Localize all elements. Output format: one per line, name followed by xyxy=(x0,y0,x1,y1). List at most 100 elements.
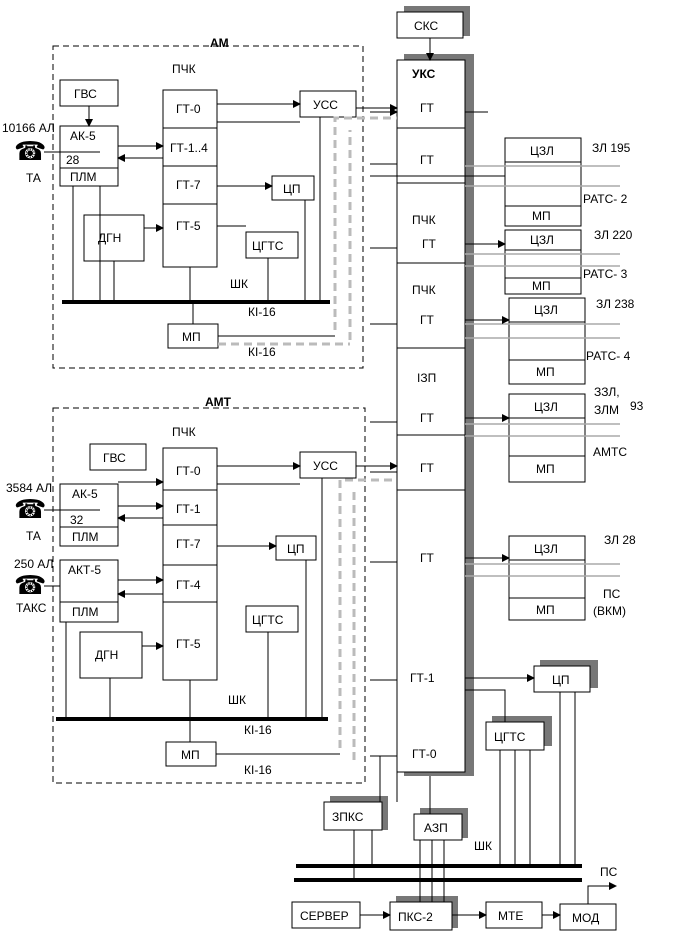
svg-text:ЗЛ 238: ЗЛ 238 xyxy=(596,297,635,311)
am-dgn xyxy=(83,214,145,262)
col-izp: ІЗП xyxy=(417,371,436,385)
svg-text:ЦЗЛ: ЦЗЛ xyxy=(530,233,554,247)
col-gt-7: ГТ xyxy=(420,551,434,565)
am-dgn-label: ДГН xyxy=(98,231,121,245)
mod-label: МОД xyxy=(572,911,599,925)
am-ak-label: АК-5 xyxy=(70,129,96,143)
amt-n32: 32 xyxy=(70,513,84,527)
amt-gt5: ГТ-5 xyxy=(176,637,201,651)
am-title: АМ xyxy=(210,36,229,50)
amt-module-frame xyxy=(52,407,366,784)
amt-akt-label: АКТ-5 xyxy=(68,563,101,577)
amt-gt1: ГТ-1 xyxy=(176,502,201,516)
amt-gt4: ГТ-4 xyxy=(176,578,201,592)
svg-text:РАТС- 2: РАТС- 2 xyxy=(583,192,628,206)
svg-text:ЦЗЛ: ЦЗЛ xyxy=(534,400,558,414)
col-gt-3: ГТ xyxy=(422,237,436,251)
svg-text:РАТС- 3: РАТС- 3 xyxy=(583,267,628,281)
amt-dgn xyxy=(79,631,143,679)
amt-akt-plm xyxy=(59,559,119,623)
amt-pchk-label: ПЧК xyxy=(172,425,196,439)
am-line-count: 10166 АЛ xyxy=(2,121,55,135)
svg-text:ПС: ПС xyxy=(603,587,621,601)
col-pchk-1: ПЧК xyxy=(412,213,436,227)
uks-label: УКС xyxy=(412,67,436,81)
am-gt7: ГТ-7 xyxy=(176,178,201,192)
amt-ta: ТА xyxy=(26,529,41,543)
bottom-ps: ПС xyxy=(600,865,618,879)
amt-mp-label: МП xyxy=(181,748,200,762)
am-gt0: ГТ-0 xyxy=(176,102,201,116)
svg-text:ЗЛ 195: ЗЛ 195 xyxy=(592,141,631,155)
svg-text:ЦЗЛ: ЦЗЛ xyxy=(530,144,554,158)
amt-cp xyxy=(275,535,317,561)
svg-text:ЗЗЛ,: ЗЗЛ, xyxy=(594,385,620,399)
col-gt-one: ГТ-1 xyxy=(410,671,435,685)
amt-cgts-label: ЦГТС xyxy=(252,613,284,627)
amt-gt7: ГТ-7 xyxy=(176,537,201,551)
right-cp-label: ЦП xyxy=(552,673,570,687)
am-module-frame xyxy=(52,45,364,369)
am-gt14: ГТ-1..4 xyxy=(170,141,208,155)
azp-label: АЗП xyxy=(424,821,448,835)
sks-label: СКС xyxy=(414,19,439,33)
telephone-icon: ☎ xyxy=(14,136,46,166)
amt-title: АМТ xyxy=(205,395,232,409)
right-cgts-label: ЦГТС xyxy=(494,730,526,744)
col-gt-5: ГТ xyxy=(420,411,434,425)
am-gvs-label: ГВС xyxy=(74,87,97,101)
amt-gvs xyxy=(89,443,147,471)
svg-text:ЗЛ 220: ЗЛ 220 xyxy=(594,228,633,242)
am-ki2: КІ-16 xyxy=(248,345,276,359)
am-n28: 28 xyxy=(66,153,80,167)
sks-box xyxy=(396,11,464,39)
col-pchk-2: ПЧК xyxy=(412,283,436,297)
col-gt-4: ГТ xyxy=(420,313,434,327)
amt-ak-plm xyxy=(59,483,119,547)
am-pchk-block xyxy=(162,89,218,268)
am-plm-label: ПЛМ xyxy=(70,170,97,184)
am-cgts-label: ЦГТС xyxy=(252,239,284,253)
amt-taks: ТАКС xyxy=(16,601,47,615)
svg-text:МП: МП xyxy=(536,365,555,379)
amt-plm2-label: ПЛМ xyxy=(72,605,99,619)
col-gt-2: ГТ xyxy=(420,153,434,167)
svg-text:МП: МП xyxy=(532,209,551,223)
am-cp-label: ЦП xyxy=(283,182,301,196)
am-shk: ШК xyxy=(230,277,248,291)
amt-line-count-2: 250 АЛ xyxy=(14,557,54,571)
amt-shk: ШК xyxy=(228,693,246,707)
amt-ki1: КІ-16 xyxy=(244,723,272,737)
svg-text:(ВКМ): (ВКМ) xyxy=(593,604,626,618)
svg-text:МП: МП xyxy=(536,462,555,476)
svg-text:ЗЛ 28: ЗЛ 28 xyxy=(604,533,636,547)
amt-gt0: ГТ-0 xyxy=(176,464,201,478)
am-gt5: ГТ-5 xyxy=(176,219,201,233)
svg-text:93: 93 xyxy=(630,399,644,413)
am-mp xyxy=(167,323,219,349)
svg-text:ЦЗЛ: ЦЗЛ xyxy=(534,303,558,317)
amt-cgts xyxy=(245,605,299,633)
am-cp xyxy=(271,175,315,201)
amt-ki2: КІ-16 xyxy=(244,763,272,777)
am-pchk-label: ПЧК xyxy=(172,62,196,76)
ratc3-group: ЦЗЛ МП ЗЛ 220 РАТС- 3 xyxy=(465,228,633,295)
right-cgts xyxy=(485,721,545,751)
ratc2-group: ЦЗЛ МП ЗЛ 195 РАТС- 2 xyxy=(370,137,631,227)
svg-text:ЦЗЛ: ЦЗЛ xyxy=(534,542,558,556)
amt-plm1-label: ПЛМ xyxy=(72,530,99,544)
telephone-icon: ☎ xyxy=(14,570,46,600)
uks-column xyxy=(396,59,466,773)
am-uss xyxy=(299,90,357,118)
server-label: СЕРВЕР xyxy=(300,909,349,923)
svg-text:МП: МП xyxy=(536,603,555,617)
zpks-label: ЗПКС xyxy=(332,810,364,824)
am-ta: ТА xyxy=(26,171,41,185)
mte-label: МТЕ xyxy=(498,909,523,923)
server-box xyxy=(291,901,361,929)
amt-cp-label: ЦП xyxy=(287,542,305,556)
amt-uss-label: УСС xyxy=(313,459,338,473)
azp-box xyxy=(413,813,463,841)
amt-line-count-1: 3584 АЛ xyxy=(6,481,52,495)
